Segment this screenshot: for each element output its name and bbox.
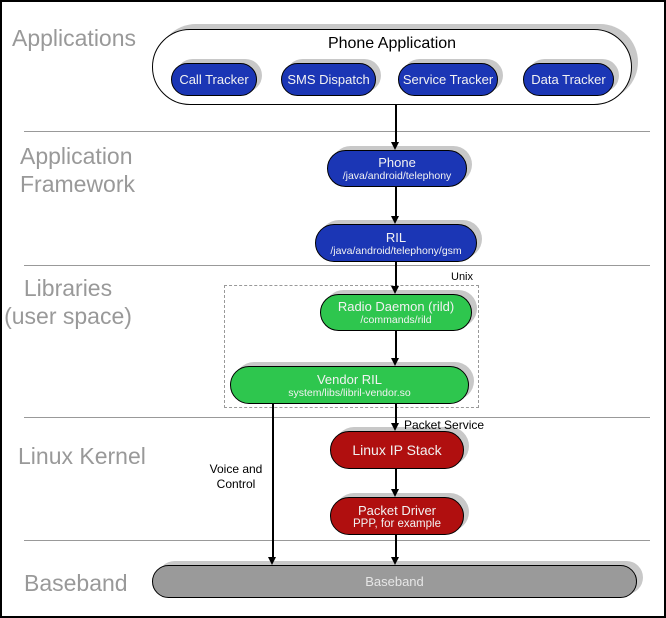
node-packet-driver-title: Packet Driver — [357, 502, 437, 518]
arrow-head-icon — [391, 557, 399, 565]
section-label-baseband: Baseband — [24, 570, 128, 596]
section-label-libraries-line2: (user space) — [4, 303, 132, 329]
packet-service-label: Packet Service — [404, 418, 485, 432]
unix-dashed-box — [224, 285, 479, 408]
node-baseband-title: Baseband — [365, 574, 424, 589]
arrow-line — [395, 262, 397, 287]
arrow-line — [395, 535, 397, 557]
divider-libraries — [24, 417, 650, 418]
app-pill-call-tracker: Call Tracker — [171, 63, 257, 96]
divider-applications — [24, 131, 650, 132]
section-label-libraries-line1: Libraries — [23, 275, 113, 301]
arrow-line — [395, 331, 397, 359]
node-packet-driver: Packet Driver PPP, for example — [330, 497, 464, 535]
node-radio-daemon: Radio Daemon (rild) /commands/rild — [320, 294, 472, 331]
app-pill-data-tracker-label: Data Tracker — [531, 72, 606, 87]
phone-application-title: Phone Application — [327, 35, 457, 52]
section-label-application-framework-line2: Framework — [20, 171, 136, 197]
app-pill-data-tracker: Data Tracker — [523, 63, 614, 96]
app-pill-call-tracker-label: Call Tracker — [179, 72, 249, 87]
section-label-application-framework-line1: Application — [20, 143, 133, 169]
node-ril-subtitle: /java/android/telephony/gsm — [330, 244, 462, 257]
arrow-line — [395, 404, 397, 424]
arrow-line — [395, 105, 397, 143]
node-ril-title: RIL — [385, 229, 407, 245]
voice-control-label-line1: Voice and — [209, 462, 263, 476]
node-radio-daemon-subtitle: /commands/rild — [360, 314, 432, 326]
node-radio-daemon-title: Radio Daemon (rild) — [337, 299, 455, 314]
node-vendor-ril-title: Vendor RIL — [316, 371, 383, 387]
arrow-head-icon — [391, 489, 399, 497]
arrow-line — [272, 404, 274, 557]
arrow-head-icon — [391, 142, 399, 150]
node-linux-ip-stack: Linux IP Stack — [330, 431, 464, 469]
arrow-line — [395, 469, 397, 490]
node-phone: Phone /java/android/telephony — [327, 150, 467, 187]
node-phone-subtitle: /java/android/telephony — [342, 170, 452, 182]
app-pill-sms-dispatch-label: SMS Dispatch — [287, 72, 370, 87]
section-label-applications: Applications — [12, 25, 137, 51]
arrow-head-icon — [268, 557, 276, 565]
voice-control-label: Voice and Control — [204, 462, 268, 492]
section-label-libraries: Libraries (user space) — [2, 274, 134, 330]
arrow-head-icon — [391, 423, 399, 431]
divider-application-framework — [24, 265, 650, 266]
node-linux-ip-stack-title: Linux IP Stack — [352, 441, 442, 458]
app-pill-service-tracker: Service Tracker — [398, 63, 498, 96]
app-pill-service-tracker-label: Service Tracker — [402, 72, 494, 87]
phone-application-group: Phone Application Call Tracker SMS Dispa… — [152, 29, 632, 105]
node-vendor-ril: Vendor RIL system/libs/libril-vendor.so — [230, 366, 469, 404]
voice-control-label-line2: Control — [216, 477, 256, 491]
unix-label: Unix — [451, 271, 474, 283]
node-baseband: Baseband — [152, 565, 637, 598]
node-vendor-ril-subtitle: system/libs/libril-vendor.so — [288, 386, 411, 399]
arrow-head-icon — [391, 216, 399, 224]
section-label-application-framework: Application Framework — [20, 142, 135, 198]
node-ril: RIL /java/android/telephony/gsm — [315, 224, 477, 262]
divider-linux-kernel — [24, 540, 650, 541]
node-packet-driver-subtitle: PPP, for example — [352, 517, 441, 530]
node-phone-title: Phone — [378, 155, 416, 170]
arrow-head-icon — [391, 358, 399, 366]
section-label-linux-kernel: Linux Kernel — [18, 443, 146, 469]
arrow-head-icon — [391, 286, 399, 294]
arrow-line — [395, 187, 397, 217]
app-pill-sms-dispatch: SMS Dispatch — [281, 63, 376, 96]
